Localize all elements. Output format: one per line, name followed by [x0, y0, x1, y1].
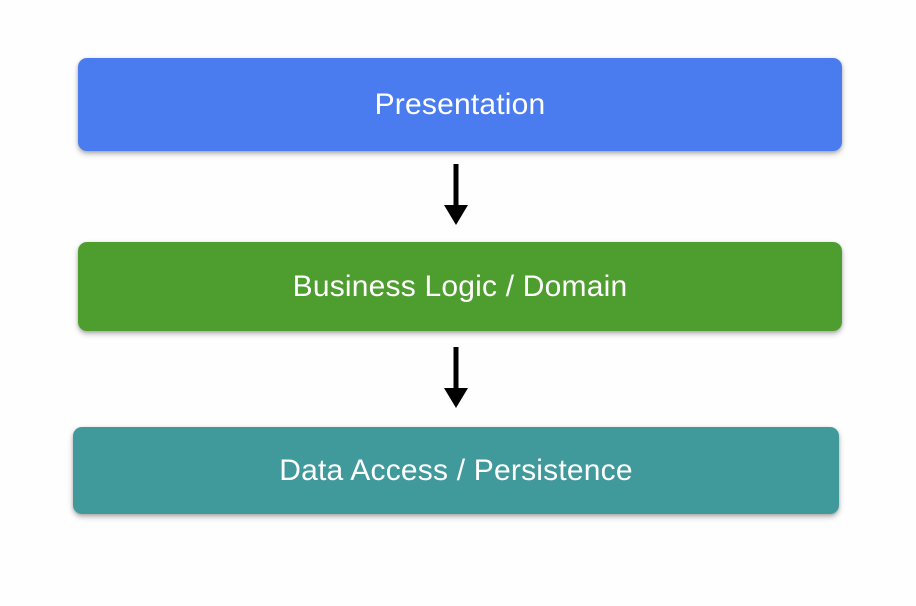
layer-box-business-logic[interactable]: Business Logic / Domain: [78, 242, 842, 331]
arrow-business-to-data-access: [441, 347, 471, 409]
layer-label-data-access: Data Access / Persistence: [279, 453, 633, 487]
layer-label-presentation: Presentation: [374, 87, 546, 121]
layer-label-business-logic: Business Logic / Domain: [292, 269, 628, 303]
layer-box-presentation[interactable]: Presentation: [78, 58, 842, 151]
arrow-presentation-to-business: [441, 164, 471, 226]
layer-box-data-access[interactable]: Data Access / Persistence: [73, 427, 839, 514]
